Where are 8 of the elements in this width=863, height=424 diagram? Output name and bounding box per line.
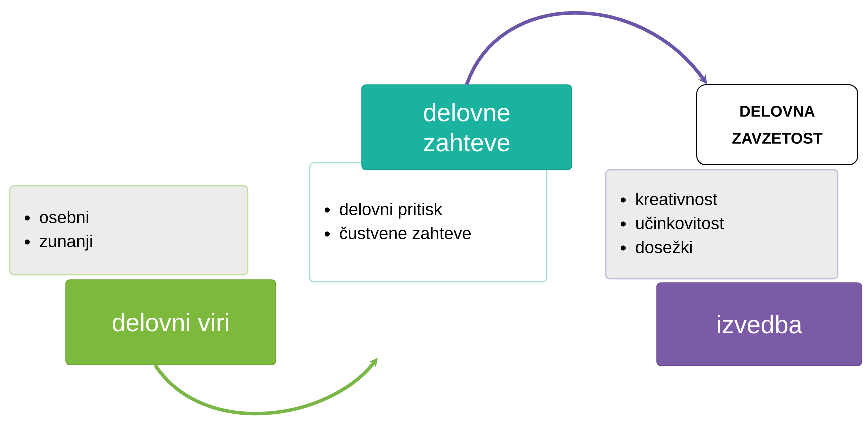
label-box: DELOVNA ZAVZETOST [696, 84, 858, 166]
label-box: delovne zahteve [362, 84, 572, 170]
label-box: izvedba [656, 282, 862, 366]
list-box: osebni zunanji [9, 185, 249, 276]
list-box: kreativnost učinkovitost dosežki [605, 169, 839, 280]
label-box: delovni viri [66, 280, 276, 366]
arrow [465, 11, 708, 86]
list-box: delovni pritisk čustvene zahteve [309, 162, 548, 283]
